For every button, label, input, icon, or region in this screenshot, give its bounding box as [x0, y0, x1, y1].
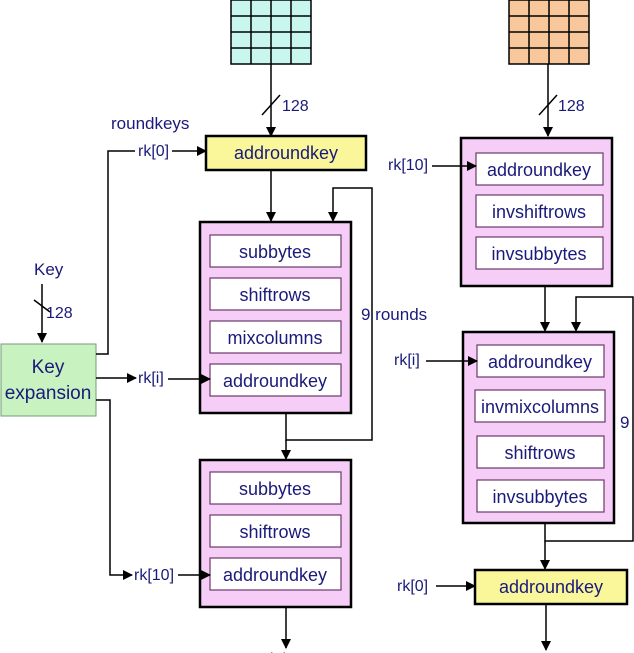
enc-rounds-label: 9 rounds: [361, 305, 427, 324]
enc-round-step-addroundkey: addroundkey: [223, 371, 327, 391]
key-expansion-line1: Key: [32, 357, 65, 378]
dec-final-addroundkey-label: addroundkey: [499, 577, 603, 597]
dec-round-step-shiftrows: shiftrows: [504, 443, 575, 463]
dec-final-addroundkey-box: [473, 568, 629, 606]
enc-initial-addroundkey-box: [204, 134, 368, 172]
dec-rounds-label: 9: [620, 413, 629, 432]
dec-first-step-invsubbytes: invsubbytes: [491, 244, 586, 264]
dec-round-step-addroundkey: addroundkey: [488, 352, 592, 372]
dec-rki-label: rk[i]: [394, 352, 420, 369]
key-expansion-line2: expansion: [5, 383, 92, 404]
dec-first-step-addroundkey: addroundkey: [487, 160, 591, 180]
enc-final-step-addroundkey: addroundkey: [223, 565, 327, 585]
dec-round-step-invmixcolumns: invmixcolumns: [481, 397, 599, 417]
key-expansion-box: [0, 343, 97, 417]
enc-initial-addroundkey-label: addroundkey: [234, 143, 338, 163]
enc-round-step-mixcolumns: mixcolumns: [227, 328, 322, 348]
ciphertext-bits-label: 128: [558, 98, 585, 115]
dec-rk0-label: rk[0]: [397, 578, 428, 595]
enc-output-label: ciphertext: [262, 651, 332, 653]
roundkeys-label: roundkeys: [111, 114, 189, 133]
enc-final-step-subbytes: subbytes: [239, 479, 311, 499]
plaintext-bits-label: 128: [282, 98, 309, 115]
enc-rk10-label: rk[10]: [134, 567, 174, 584]
enc-rki-label: rk[i]: [138, 370, 164, 387]
enc-final-step-shiftrows: shiftrows: [239, 522, 310, 542]
dec-first-step-invshiftrows: invshiftrows: [492, 202, 586, 222]
dec-rk10-label: rk[10]: [388, 157, 428, 174]
enc-round-step-subbytes: subbytes: [239, 242, 311, 262]
ciphertext-state-grid: [508, 0, 590, 65]
dec-round-step-invsubbytes: invsubbytes: [492, 487, 587, 507]
key-label: Key: [34, 260, 64, 279]
key-bits-label: 128: [46, 305, 73, 322]
plaintext-state-grid: [230, 0, 312, 65]
enc-round-step-shiftrows: shiftrows: [239, 285, 310, 305]
enc-rk0-label: rk[0]: [138, 143, 169, 160]
